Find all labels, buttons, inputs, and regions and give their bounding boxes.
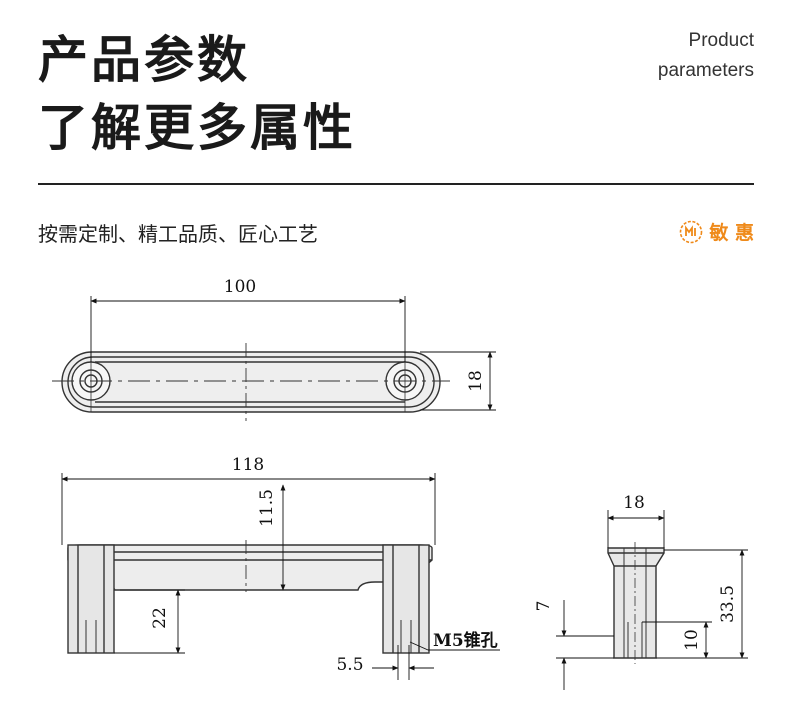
- front-view: [67, 540, 433, 654]
- page-title-line2: 了解更多属性: [38, 99, 356, 157]
- dim-thread-depth: 10: [682, 629, 702, 651]
- english-title-line1: Product: [688, 30, 754, 51]
- dim-top-width: 18: [466, 370, 486, 392]
- dim-side-width: 18: [623, 493, 645, 513]
- dim-depth: 11.5: [257, 489, 277, 527]
- dim-overall-length: 118: [232, 455, 264, 475]
- thread-callout: M5锥孔: [433, 630, 498, 651]
- page-title-line1: 产品参数: [38, 31, 250, 89]
- side-view: [607, 542, 665, 664]
- dim-step: 7: [534, 601, 554, 612]
- top-view: [52, 343, 450, 421]
- header-divider: [38, 183, 754, 185]
- tagline: 按需定制、精工品质、匠心工艺: [38, 222, 318, 246]
- dim-hole-spacing: 100: [224, 277, 256, 297]
- brand-logo: 敏 惠: [679, 218, 754, 245]
- dim-side-height: 33.5: [718, 585, 738, 623]
- brand-logo-icon: [680, 220, 703, 243]
- front-view-dimensions: [61, 473, 500, 680]
- dim-hole-diameter: 5.5: [336, 655, 363, 675]
- dim-leg-height: 22: [150, 607, 170, 629]
- top-view-dimensions: [90, 296, 496, 411]
- brand-name: 敏 惠: [709, 222, 754, 244]
- side-view-dimensions: [556, 510, 748, 690]
- english-title-line2: parameters: [657, 60, 754, 81]
